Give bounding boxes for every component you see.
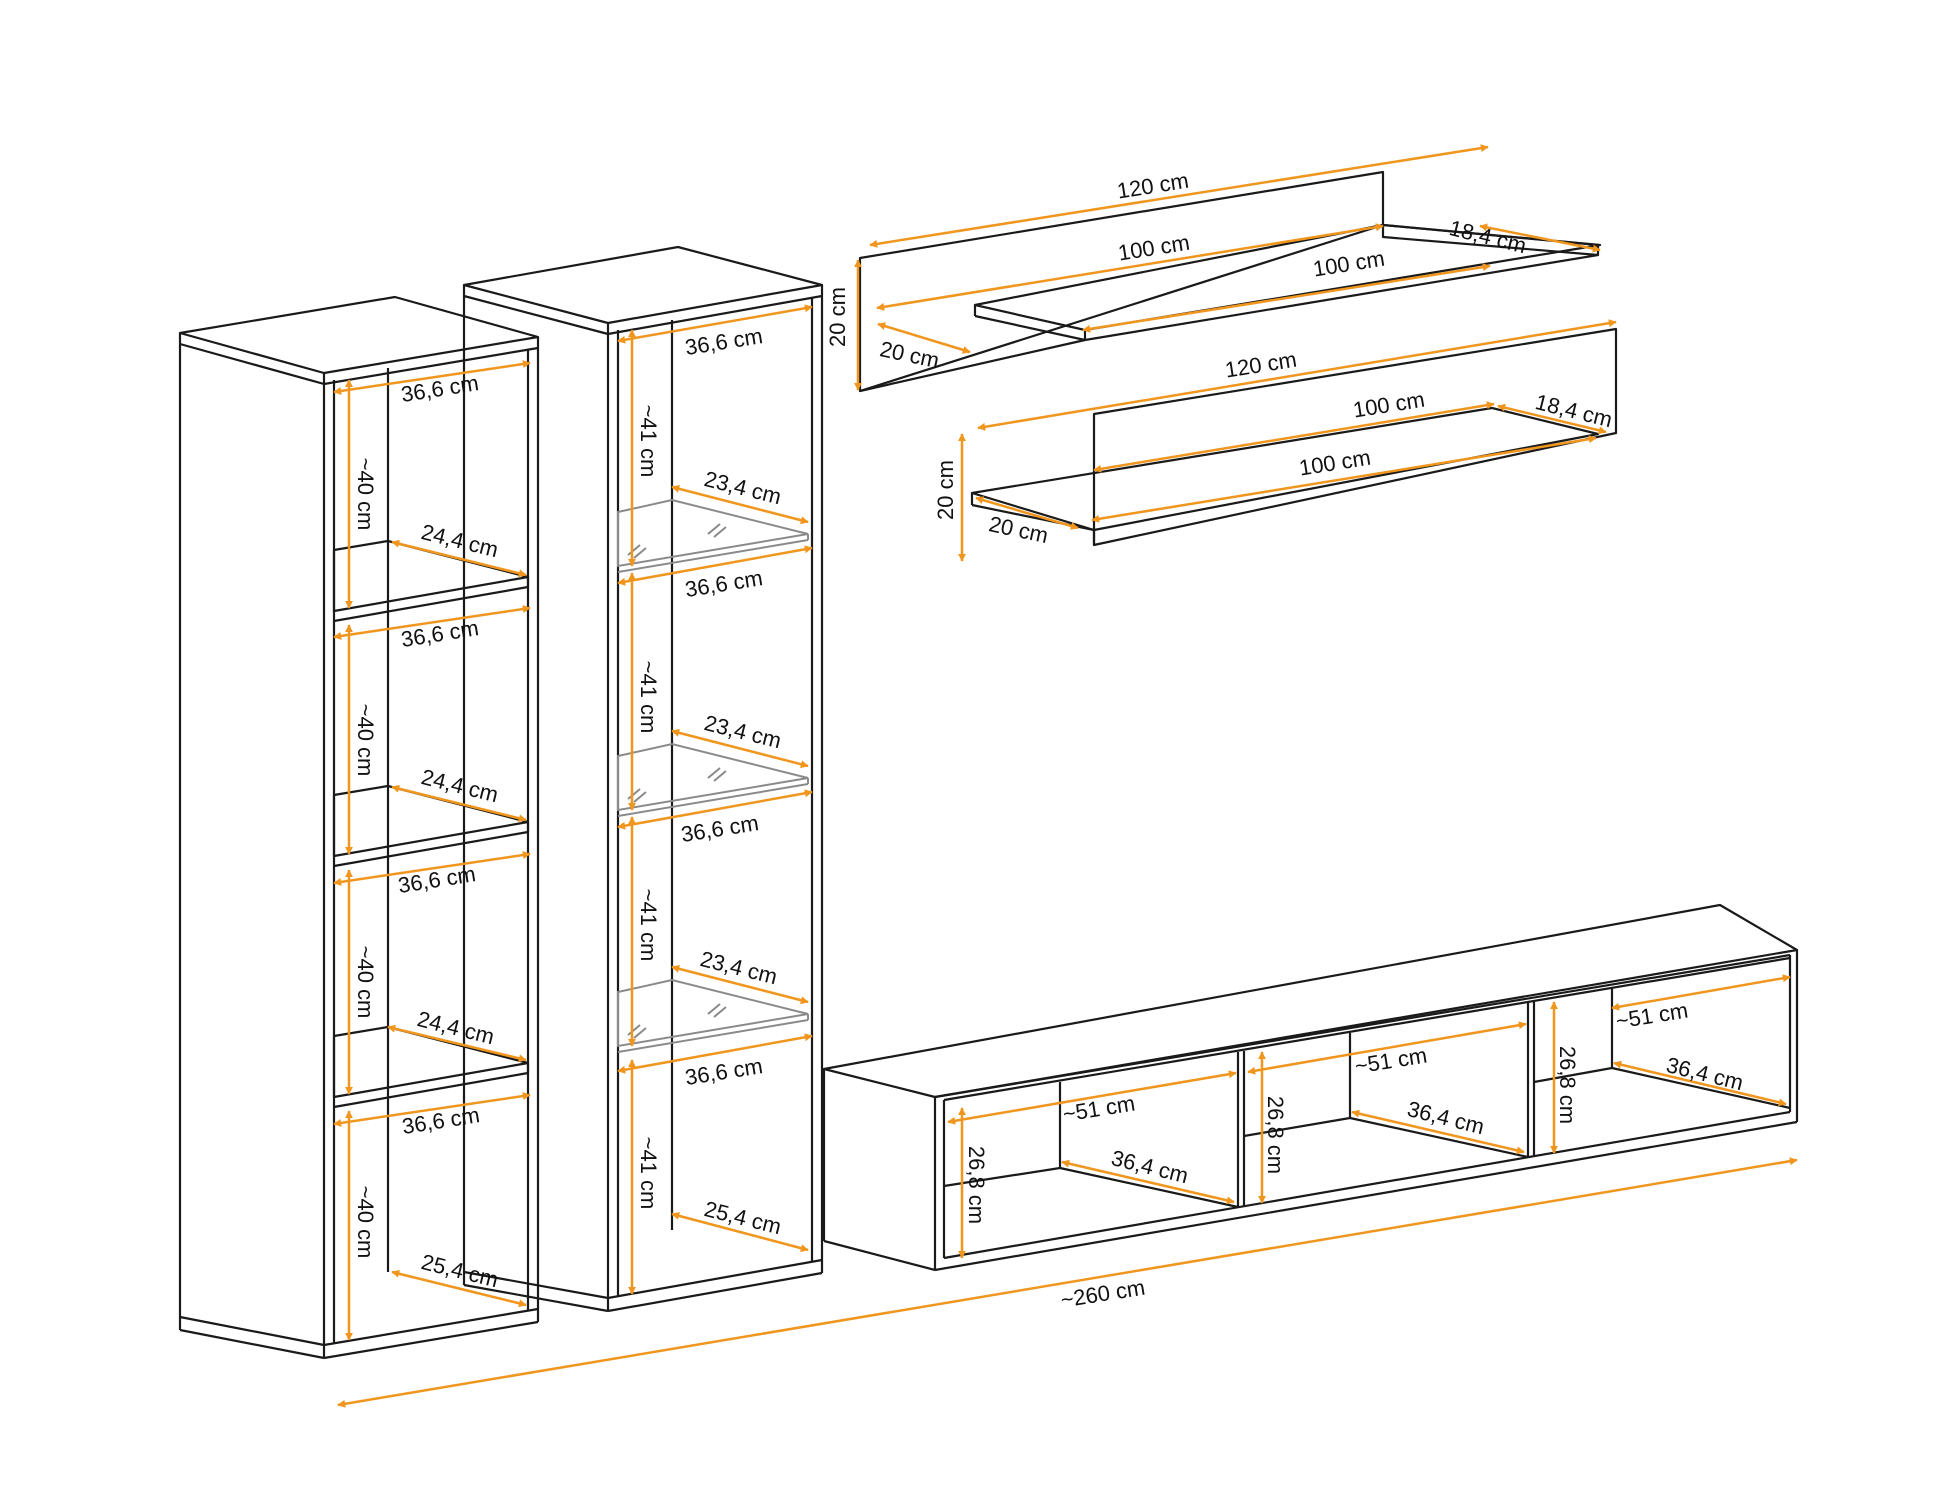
label-right-width-4: 36,6 cm — [683, 1053, 764, 1090]
label-right-glass-1: 23,4 cm — [702, 466, 784, 509]
label-left-width-2: 36,6 cm — [399, 615, 480, 652]
label-right-width-3: 36,6 cm — [679, 810, 760, 847]
label-left-width-4: 36,6 cm — [400, 1102, 481, 1139]
label-right-width-2: 36,6 cm — [683, 565, 764, 602]
dimension-lines — [333, 144, 1798, 1408]
label-right-height-2: ~41 cm — [636, 661, 661, 734]
cabinet-right-top — [462, 245, 824, 325]
label-left-height-1: ~40 cm — [353, 458, 378, 531]
label-shelf-top-depth-side: 20 cm — [878, 336, 942, 373]
label-tv-c3-width: ~51 cm — [1614, 998, 1690, 1034]
shelf-board-bottom — [970, 406, 1600, 532]
label-shelf-bottom-height: 20 cm — [933, 460, 958, 520]
label-shelf-bottom-depth: 18,4 cm — [1533, 389, 1615, 432]
label-right-height-1: ~41 cm — [636, 405, 661, 478]
label-right-glass-2: 23,4 cm — [702, 710, 784, 753]
label-left-shelf-2: 24,4 cm — [419, 764, 501, 807]
label-left-height-3: ~40 cm — [353, 946, 378, 1019]
label-tv-c1-width: ~51 cm — [1061, 1091, 1137, 1127]
label-right-height-3: ~41 cm — [636, 889, 661, 962]
label-left-width-3: 36,6 cm — [396, 861, 477, 898]
dimension-labels: 36,6 cm ~40 cm 24,4 cm 36,6 cm ~40 cm 24… — [353, 168, 1746, 1313]
label-left-width-1: 36,6 cm — [399, 370, 480, 407]
label-left-shelf-1: 24,4 cm — [419, 519, 501, 562]
label-shelf-top-height: 20 cm — [825, 287, 850, 347]
label-tv-c2-height: 26,8 cm — [1263, 1096, 1288, 1174]
label-total-width: ~260 cm — [1059, 1275, 1147, 1313]
label-left-height-4: ~40 cm — [353, 1186, 378, 1259]
label-shelf-top-front: 100 cm — [1311, 246, 1386, 282]
wall-panel-bottom — [1092, 327, 1618, 547]
label-left-height-2: ~40 cm — [353, 704, 378, 777]
label-left-depth-bottom: 25,4 cm — [419, 1249, 501, 1292]
label-tv-c1-height: 26,8 cm — [964, 1146, 989, 1224]
label-right-height-4: ~41 cm — [636, 1137, 661, 1210]
label-shelf-top-depth: 18,4 cm — [1447, 215, 1529, 258]
label-tv-c3-height: 26,8 cm — [1555, 1046, 1580, 1124]
label-tv-c2-width: ~51 cm — [1353, 1043, 1429, 1079]
cabinet-left-top — [178, 295, 540, 375]
label-shelf-top-back: 100 cm — [1116, 230, 1191, 266]
label-right-glass-3: 23,4 cm — [698, 946, 780, 989]
label-shelf-top-panel-length: 120 cm — [1115, 168, 1190, 204]
